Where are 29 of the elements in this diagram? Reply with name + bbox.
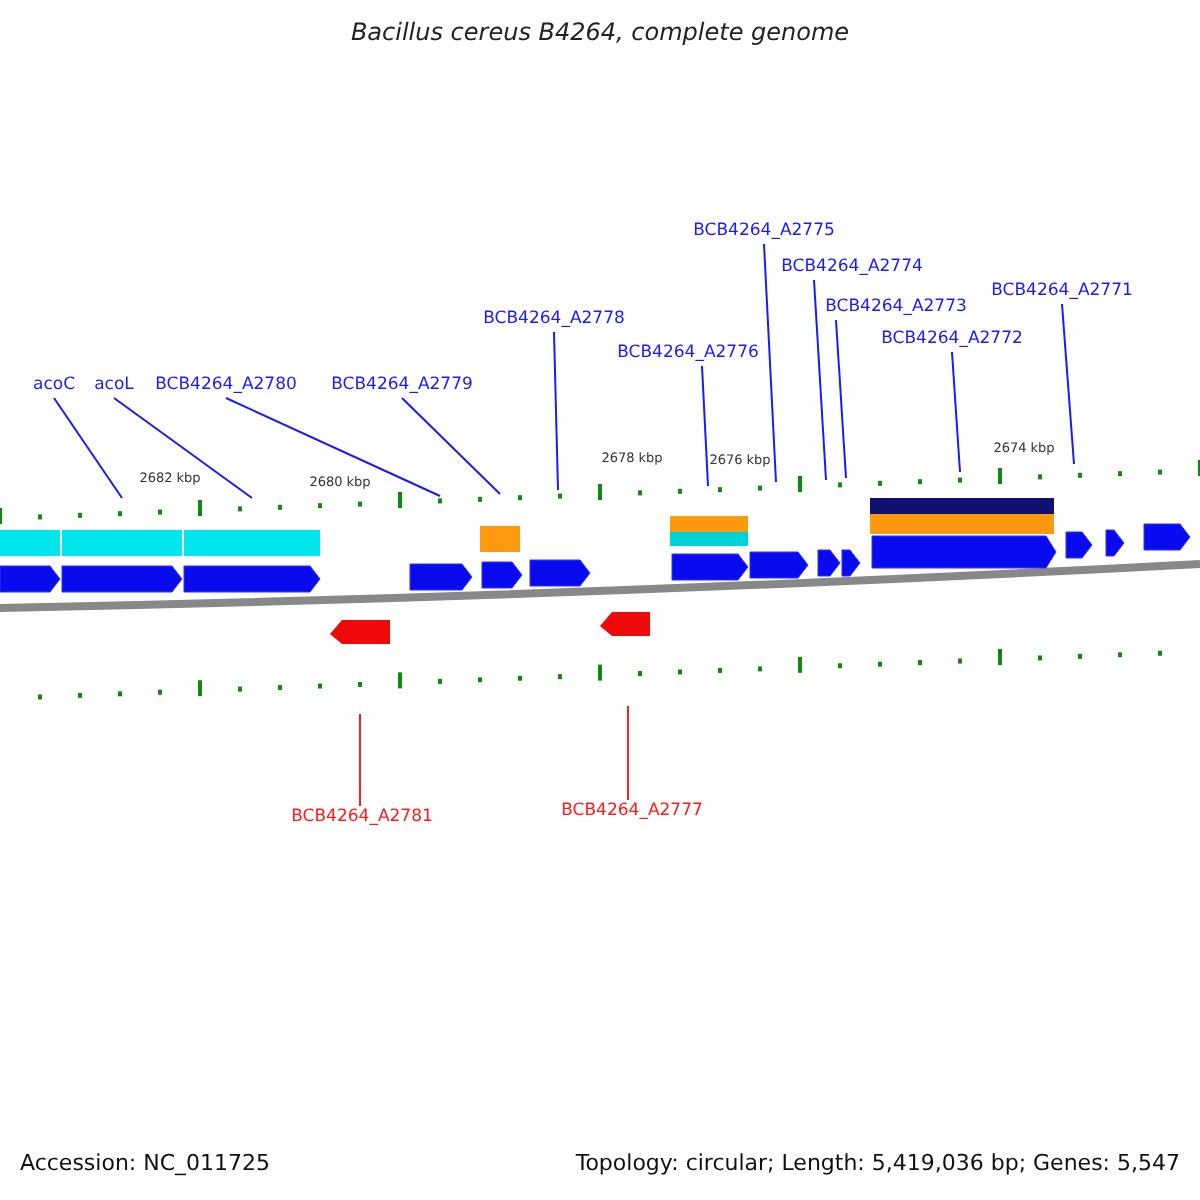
leader-line xyxy=(553,331,559,491)
gene-label: BCB4264_A2780 xyxy=(155,375,297,397)
leader-line xyxy=(225,397,441,497)
leader-line xyxy=(701,365,709,487)
gene-label: BCB4264_A2774 xyxy=(781,257,923,279)
gene-label: BCB4264_A2779 xyxy=(331,375,473,397)
leader-line xyxy=(1061,303,1075,465)
gene-label: BCB4264_A2771 xyxy=(991,281,1133,303)
gene-label: BCB4264_A2778 xyxy=(483,309,625,331)
leader-line xyxy=(813,279,827,481)
gene-label: BCB4264_A2772 xyxy=(881,329,1023,351)
leader-line xyxy=(835,319,847,479)
leader-line xyxy=(401,397,501,495)
leader-line xyxy=(53,397,123,499)
gene-label: acoL xyxy=(94,375,134,397)
gene-label: BCB4264_A2775 xyxy=(693,221,835,243)
leader-line xyxy=(359,713,361,807)
leader-line xyxy=(763,243,777,483)
footer-note: Topology: circular; Length: 5,419,036 bp; Genes: 5,547 xyxy=(575,1150,1180,1176)
gene-label: BCB4264_A2777 xyxy=(561,801,703,823)
gene-label: acoC xyxy=(32,375,76,397)
leader-line xyxy=(951,351,961,473)
gene-label: BCB4264_A2781 xyxy=(291,807,433,829)
leader-line xyxy=(627,705,629,801)
gene-label: BCB4264_A2773 xyxy=(825,297,967,319)
footer-note: Accession: NC_011725 xyxy=(20,1150,271,1176)
chart-title: Bacillus cereus B4264, complete genome xyxy=(348,18,852,46)
gene-label: BCB4264_A2776 xyxy=(617,343,759,365)
leader-line xyxy=(113,397,253,499)
